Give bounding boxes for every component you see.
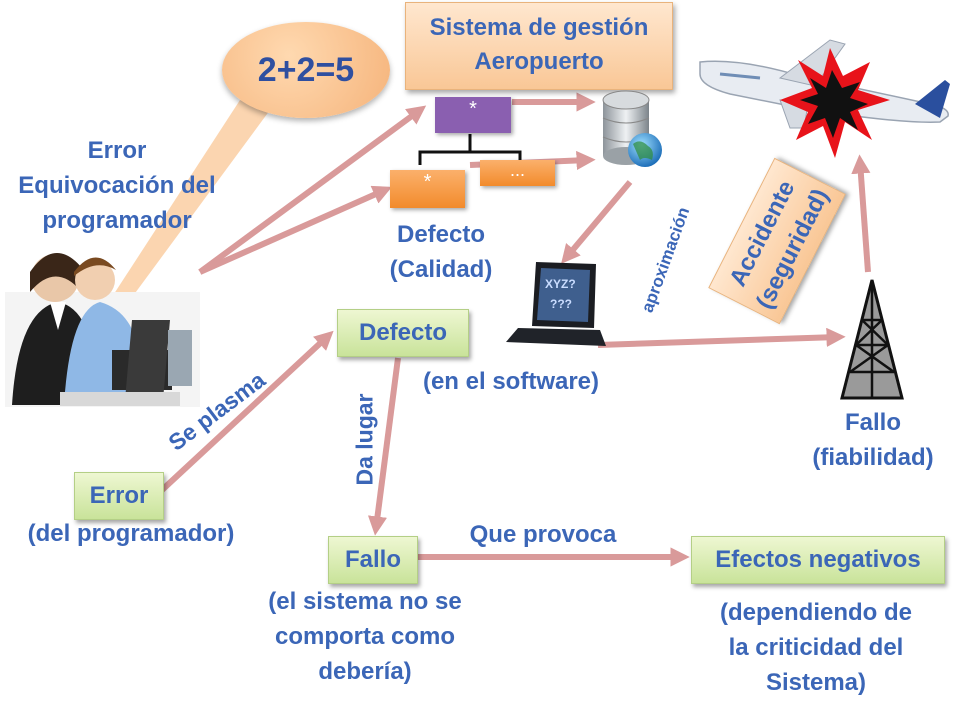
system-box: Sistema de gestión Aeropuerto bbox=[405, 2, 673, 90]
module-left: * bbox=[390, 170, 465, 208]
defect-quality-line1: Defecto bbox=[396, 221, 486, 248]
bubble-tail bbox=[110, 100, 270, 300]
bubble-text: 2+2=5 bbox=[257, 50, 355, 89]
defect-box: Defecto bbox=[337, 309, 469, 357]
module-tree-lines bbox=[418, 134, 522, 165]
arrow-tower-to-plane bbox=[851, 154, 871, 273]
fallo-caption-line3: debería) bbox=[318, 658, 412, 685]
effects-box: Efectos negativos bbox=[691, 536, 945, 584]
fallo-caption-line2: comporta como bbox=[274, 623, 456, 650]
module-right-label: ... bbox=[509, 160, 525, 180]
arrow-defect-to-fallo bbox=[367, 357, 401, 536]
module-right: ... bbox=[480, 160, 555, 186]
failure-reliability-line1: Fallo bbox=[844, 409, 901, 436]
error-box-caption: (del programador) bbox=[27, 520, 235, 547]
thought-bubble: 2+2=5 bbox=[222, 22, 390, 118]
system-box-line1: Sistema de gestión bbox=[429, 14, 649, 41]
module-left-label: * bbox=[423, 171, 432, 193]
fallo-box-label: Fallo bbox=[344, 546, 401, 573]
system-box-line2: Aeropuerto bbox=[474, 48, 604, 75]
programmer-error-line1: Error bbox=[87, 137, 147, 164]
failure-reliability-text: Fallo (fiabilidad) bbox=[793, 405, 953, 475]
effects-box-caption: (dependiendo de la criticidad del Sistem… bbox=[690, 595, 942, 700]
defect-quality-text: Defecto (Calidad) bbox=[368, 217, 514, 287]
arrow-laptop-to-tower bbox=[597, 327, 846, 348]
arrow-error-to-defect bbox=[159, 330, 334, 493]
effects-caption-line1: (dependiendo de bbox=[720, 599, 912, 626]
programmer-error-line2: Equivocación del bbox=[18, 172, 216, 199]
effects-caption-line2: la criticidad del bbox=[728, 634, 904, 661]
fallo-caption-line1: (el sistema no se bbox=[268, 588, 462, 615]
effects-caption-line3: Sistema) bbox=[765, 669, 867, 696]
defect-box-caption: (en el software) bbox=[422, 368, 600, 395]
module-top-label: * bbox=[469, 98, 477, 120]
defect-box-label: Defecto bbox=[358, 319, 448, 346]
fallo-box-caption: (el sistema no se comporta como debería) bbox=[240, 584, 490, 689]
da-lugar-label: Da lugar bbox=[351, 393, 378, 486]
programmer-error-line3: programador bbox=[42, 207, 192, 234]
fallo-box: Fallo bbox=[328, 536, 418, 584]
arrow-programmer-to-system bbox=[198, 105, 427, 275]
arrow-db-to-laptop bbox=[561, 180, 633, 264]
effects-box-label: Efectos negativos bbox=[715, 546, 921, 573]
arrow-programmer-to-module bbox=[198, 185, 393, 275]
failure-reliability-line2: (fiabilidad) bbox=[812, 444, 934, 471]
laptop-screen-top: XYZ? bbox=[545, 277, 576, 291]
que-provoca-label: Que provoca bbox=[469, 521, 617, 548]
laptop-screen-bottom: ??? bbox=[550, 297, 572, 311]
module-top: * bbox=[435, 97, 511, 133]
defect-quality-line2: (Calidad) bbox=[389, 256, 493, 283]
error-box-label: Error bbox=[89, 482, 149, 509]
error-box: Error bbox=[74, 472, 164, 520]
programmer-error-text: Error Equivocación del programador bbox=[0, 133, 234, 238]
